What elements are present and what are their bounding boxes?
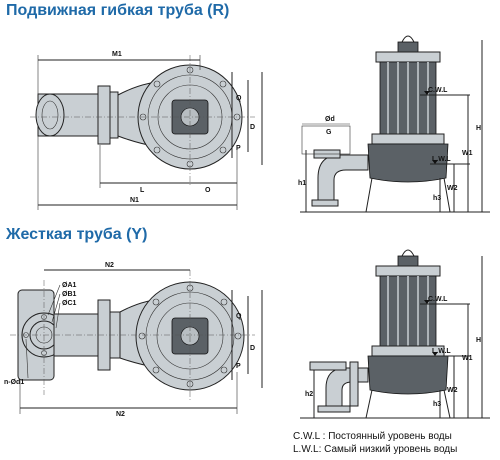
label-lwl-top: L.W.L: [432, 156, 451, 163]
label-q: Q: [236, 313, 242, 320]
support-leg: [443, 177, 451, 213]
label-h2: h2: [305, 391, 313, 398]
legend-lwl: L.W.L: Самый низкий уровень воды: [293, 444, 458, 455]
side-view-movable: C.W.L L.W.L Ød G H W1 W2 h1 h3: [298, 35, 490, 213]
bolt: [152, 298, 160, 306]
label-h: H: [476, 125, 481, 132]
label-phi-c1: ØC1: [62, 300, 77, 307]
label-n1: N1: [130, 197, 139, 204]
outlet-flange: [311, 199, 339, 207]
label-w1: W1: [462, 150, 473, 157]
bolt: [219, 146, 227, 154]
leader-b1: [51, 293, 61, 323]
bolt: [153, 80, 161, 88]
bolt: [153, 146, 161, 154]
g-box: [301, 125, 351, 155]
support-leg: [365, 389, 373, 419]
label-d: D: [250, 345, 255, 352]
label-n-phi-d1: n-Ød1: [4, 379, 24, 386]
bolt: [152, 366, 160, 374]
lifting-handle: [401, 249, 415, 257]
bolt: [220, 366, 228, 374]
leader-a1: [47, 284, 61, 316]
support-leg: [443, 389, 451, 419]
label-cwl-bottom: C.W.L: [428, 296, 448, 303]
label-phi-b1: ØB1: [62, 291, 77, 298]
label-q: Q: [236, 95, 242, 102]
label-h3: h3: [433, 195, 441, 202]
outlet-flange: [97, 85, 111, 145]
cable-entry: [397, 41, 419, 53]
motor-top-cover: [375, 265, 441, 277]
cwl-marker: [424, 91, 430, 95]
label-h: H: [476, 337, 481, 344]
guide-bracket: [349, 361, 359, 407]
plan-view-rigid: N2 ØA1 ØB1 ØC1 n-Ød1 Q D P N2: [4, 262, 263, 418]
pipe-opening: [35, 93, 65, 137]
bolt: [219, 80, 227, 88]
label-w1: W1: [462, 355, 473, 362]
lifting-handle: [401, 35, 415, 43]
label-n2-top: N2: [105, 262, 114, 269]
leader-nd1: [25, 338, 29, 379]
label-w2: W2: [447, 387, 458, 394]
base-flange: [317, 405, 351, 413]
label-l: L: [140, 187, 145, 194]
label-d: D: [250, 124, 255, 131]
label-g: G: [326, 129, 332, 136]
discharge-elbow: [325, 367, 369, 407]
support-leg: [365, 177, 373, 213]
motor-top-cover: [375, 51, 441, 63]
cable-entry: [397, 255, 419, 267]
top-flange: [309, 361, 347, 371]
discharge-elbow: [317, 154, 369, 201]
label-w2: W2: [447, 185, 458, 192]
bolt: [138, 332, 146, 340]
leader-c1: [55, 302, 61, 329]
label-p: P: [236, 145, 241, 152]
title-movable-pipe: Подвижная гибкая труба (R): [6, 2, 230, 19]
flange-neck: [109, 91, 119, 139]
label-h3: h3: [433, 401, 441, 408]
label-o: O: [205, 187, 211, 194]
title-rigid-pipe: Жесткая труба (Y): [6, 226, 148, 243]
label-cwl-top: C.W.L: [428, 87, 448, 94]
motor-flange: [371, 133, 445, 145]
bolt: [234, 332, 242, 340]
label-h1: h1: [298, 180, 306, 187]
label-lwl-bottom: L.W.L: [432, 348, 451, 355]
pipe-bore: [41, 100, 59, 130]
label-m1: M1: [112, 51, 122, 58]
cwl-marker: [424, 300, 430, 304]
label-n2-bottom: N2: [116, 411, 125, 418]
lwl-marker: [432, 160, 438, 164]
legend-cwl: C.W.L : Постоянный уровень воды: [293, 431, 452, 442]
label-phi-a1: ØA1: [62, 282, 77, 289]
side-view-rigid: C.W.L L.W.L H W1 W2 h2 h3: [300, 249, 490, 419]
lwl-marker: [432, 352, 438, 356]
pump-casing: [367, 355, 449, 395]
plan-view-movable: M1 Q D P L O N1: [30, 51, 263, 210]
pump-casing: [367, 143, 449, 183]
label-phi-d: Ød: [325, 116, 335, 123]
label-p: P: [236, 363, 241, 370]
bolt: [220, 298, 228, 306]
